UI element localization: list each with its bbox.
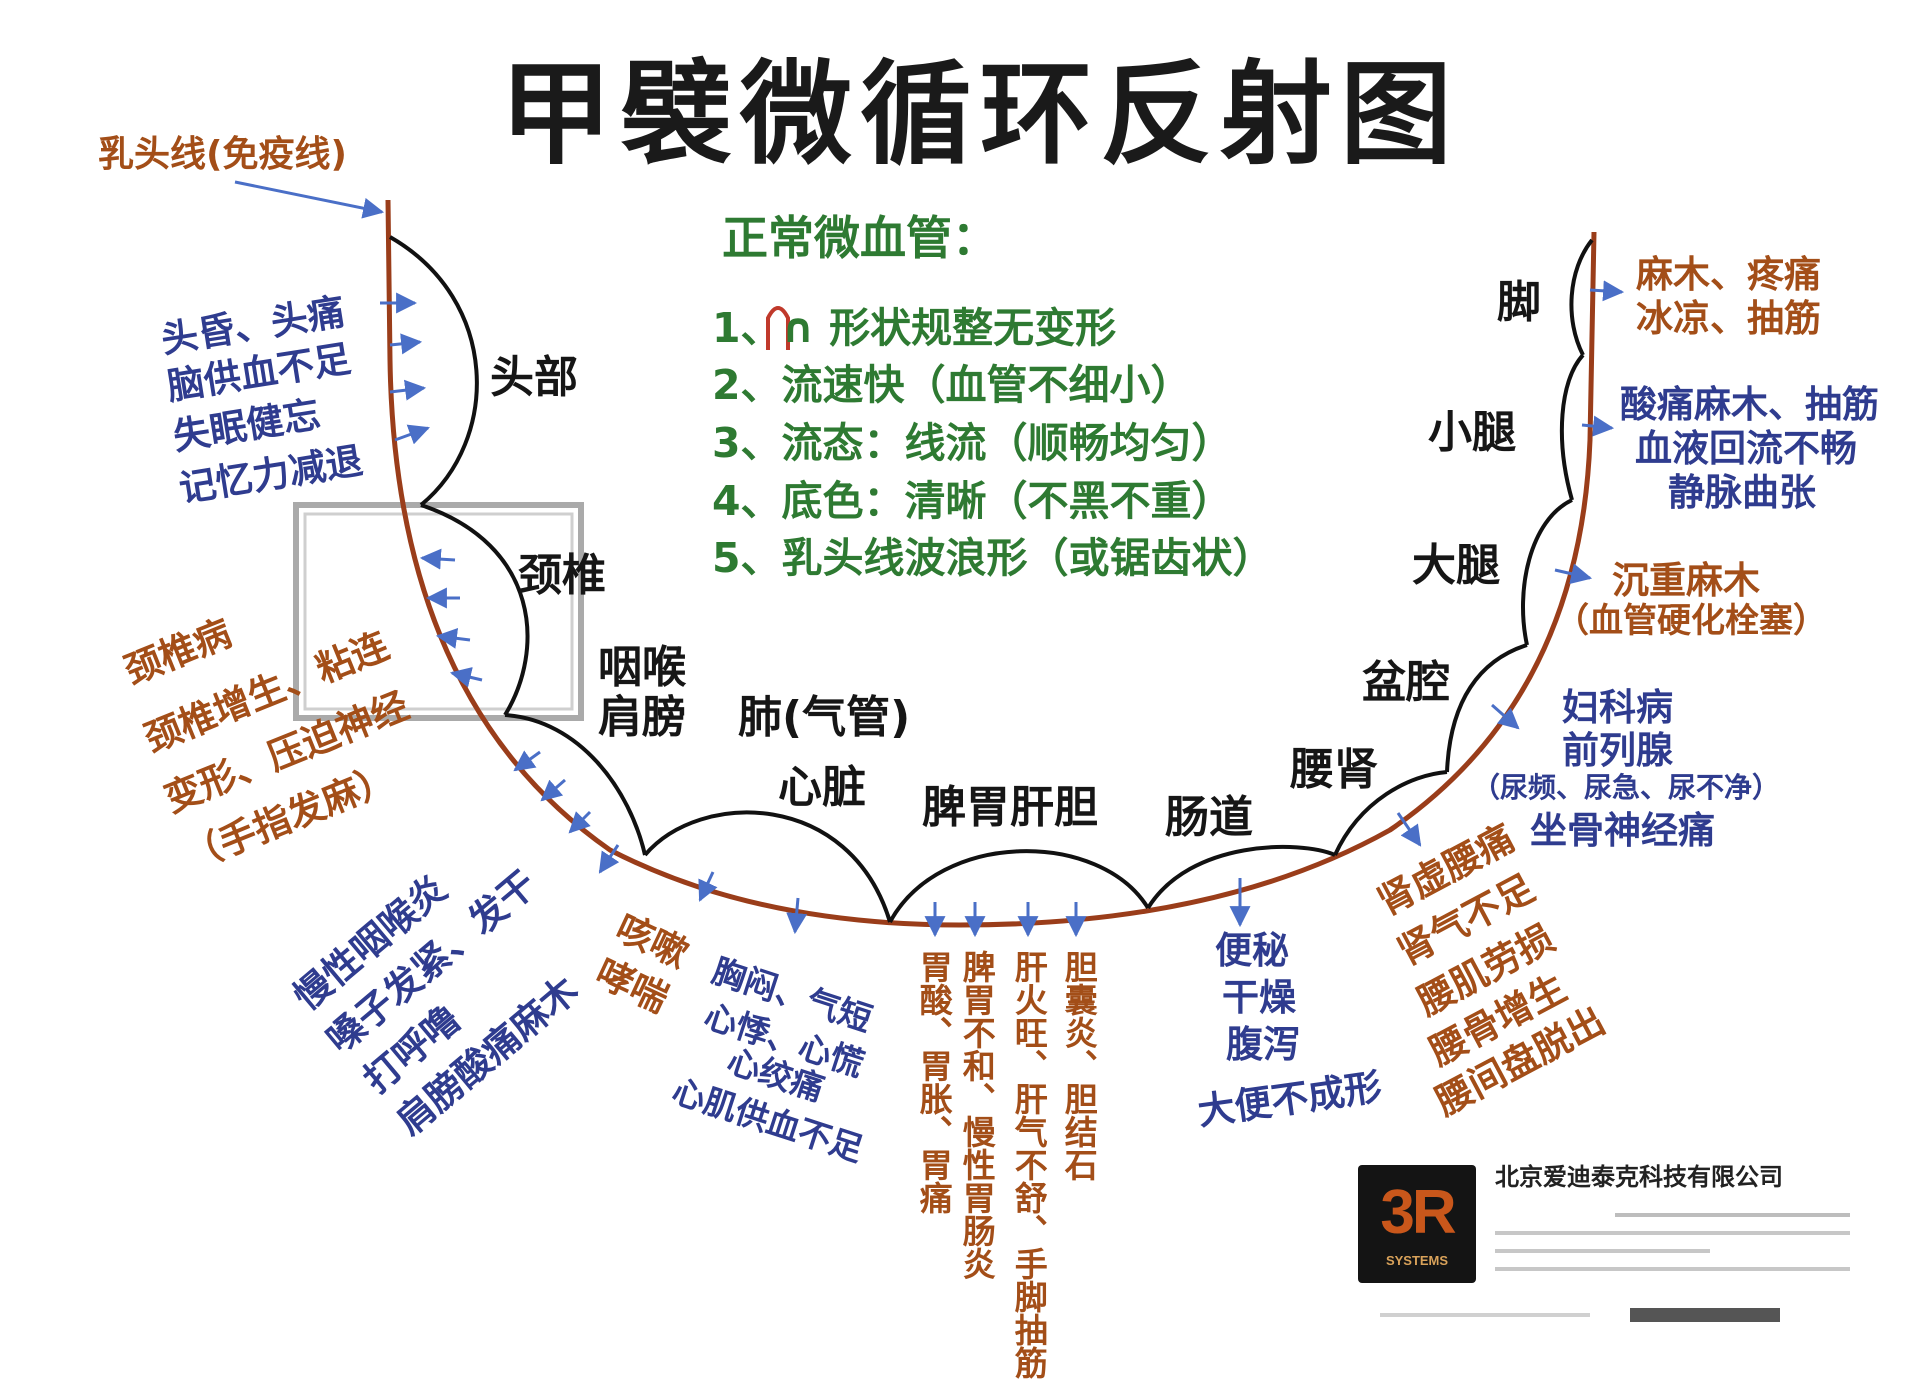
logo-mark: 3R [1380, 1178, 1456, 1247]
normal-item-5: 5、乳头线波浪形（或锯齿状） [712, 534, 1274, 582]
stomach-symptom: 胃酸、胃胀、胃痛 [914, 950, 954, 1214]
intestine-symptom-2: 干燥 [1222, 976, 1296, 1019]
region-thigh: 大腿 [1412, 540, 1500, 591]
thigh-symptom-1: 沉重麻木 [1612, 559, 1760, 602]
normal-item-1: 1、∩ 形状规整无变形 [712, 304, 1117, 352]
arc-pelvis [1445, 643, 1528, 773]
arrow-cervical-3 [435, 627, 471, 649]
liver-symptom: 肝火旺、肝气不舒、手脚抽筋 [1009, 950, 1049, 1379]
pelvis-symptom-3: （尿频、尿急、尿不净） [1472, 771, 1781, 804]
pelvis-symptom-1: 妇科病 [1562, 686, 1673, 729]
arrow-head-2 [389, 333, 423, 355]
arrow-lung [698, 871, 718, 902]
region-calf: 小腿 [1428, 407, 1516, 458]
arrow-kidney [1396, 812, 1422, 847]
region-pelvis: 盆腔 [1362, 657, 1450, 708]
region-heart: 心脏 [778, 762, 866, 813]
arc-digestive [888, 849, 1150, 923]
company-name: 北京爱迪泰克科技有限公司 [1495, 1163, 1783, 1191]
pelvis-symptom-4: 坐骨神经痛 [1530, 809, 1715, 852]
arc-head [389, 235, 479, 507]
arrow-nipple-line [234, 180, 385, 219]
gallbladder-symptom: 胆囊炎、胆结石 [1059, 950, 1099, 1181]
calf-symptom-1: 酸痛麻木、抽筋 [1620, 383, 1879, 426]
normal-heading: 正常微血管： [722, 211, 998, 265]
cervical-highlight-box [293, 502, 584, 721]
company-logo: 3R SYSTEMS [1358, 1165, 1476, 1283]
company-info-lines [1495, 1205, 1850, 1285]
cervical-highlight-box-inner [303, 512, 574, 711]
normal-item-2: 2、流速快（血管不细小） [712, 361, 1192, 409]
calf-symptom-3: 静脉曲张 [1668, 471, 1816, 514]
arrow-throat-4 [598, 844, 620, 874]
region-cervical: 颈椎 [518, 550, 606, 601]
arrow-cervical-4 [449, 667, 483, 688]
normal-item-4: 4、底色：清晰（不黑不重） [712, 477, 1233, 525]
arrow-throat-2 [540, 778, 566, 802]
arc-cervical [420, 503, 530, 717]
info-line-3 [1495, 1249, 1710, 1253]
arc-foot [1569, 238, 1594, 356]
region-foot: 脚 [1497, 277, 1541, 328]
arrow-foot [1589, 280, 1625, 302]
thigh-symptom-2: （血管硬化栓塞） [1555, 601, 1827, 641]
info-line-1 [1615, 1213, 1850, 1217]
arc-calf [1559, 353, 1585, 501]
region-kidney: 腰肾 [1290, 744, 1378, 795]
arc-throat [504, 713, 647, 856]
normal-item-3: 3、流态：线流（顺畅均匀） [712, 419, 1233, 467]
region-lung: 肺(气管) [738, 692, 911, 743]
arrow-throat-3 [568, 810, 592, 834]
arrow-head-4 [394, 424, 430, 445]
arrow-thigh [1554, 563, 1593, 585]
calf-symptom-2: 血液回流不畅 [1635, 427, 1857, 470]
foot-symptom-2: 冰凉、抽筋 [1636, 297, 1821, 340]
spleen-symptom: 脾胃不和、慢性胃肠炎 [957, 950, 997, 1280]
region-intestine: 肠道 [1165, 792, 1253, 843]
region-head: 头部 [490, 352, 578, 403]
foot-symptom-1: 麻木、疼痛 [1636, 253, 1821, 296]
pelvis-symptom-2: 前列腺 [1562, 729, 1673, 772]
region-shoulder: 肩膀 [598, 692, 686, 743]
nipple-line-label: 乳头线(免疫线) [98, 134, 347, 175]
info-line-4 [1495, 1267, 1850, 1271]
page-title: 甲襞微循环反射图 [500, 50, 1460, 180]
intestine-symptom-1: 便秘 [1215, 929, 1289, 972]
arrow-throat-1 [513, 750, 541, 772]
capillary-shape-icon [766, 306, 790, 350]
arrow-heart [786, 897, 808, 935]
info-line-2 [1495, 1231, 1850, 1235]
arrow-pelvis [1491, 703, 1520, 730]
arrow-cervical-1 [419, 548, 456, 570]
intestine-symptom-3: 腹泻 [1226, 1023, 1300, 1066]
region-digestive: 脾胃肝胆 [922, 782, 1098, 833]
footer-line [1380, 1313, 1590, 1317]
arc-thigh [1521, 498, 1573, 646]
footer-bar [1630, 1308, 1780, 1322]
arrow-head-3 [389, 379, 427, 401]
arrow-calf [1581, 415, 1615, 437]
logo-sub: SYSTEMS [1385, 1253, 1449, 1268]
arc-intestine [1146, 844, 1336, 910]
arc-lung-heart [643, 810, 892, 923]
arc-kidney [1333, 770, 1448, 856]
region-throat: 咽喉 [598, 642, 686, 693]
